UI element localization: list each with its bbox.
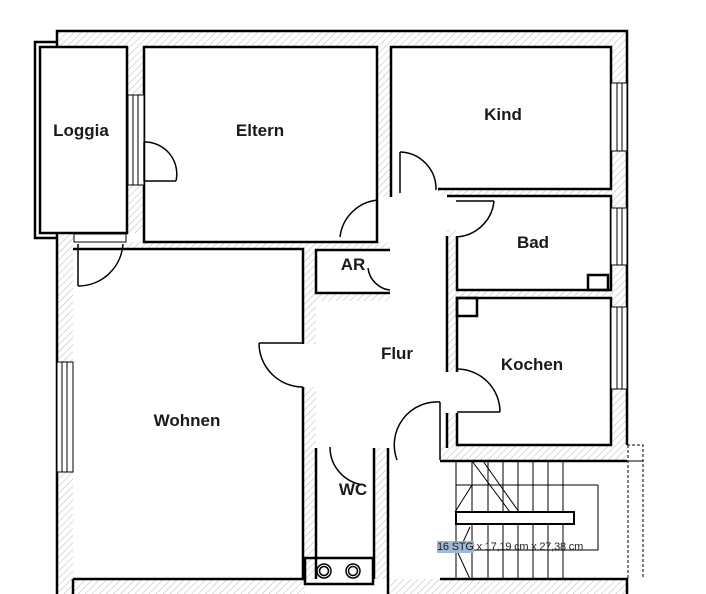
stair-step-count-selected[interactable]: 16 STG bbox=[437, 541, 474, 553]
stair-dimensions: x 17,19 cm x 27,38 cm bbox=[473, 541, 584, 553]
room-label-wc: WC bbox=[338, 480, 368, 499]
room-label-wohnen: Wohnen bbox=[153, 411, 221, 430]
windows bbox=[56, 82, 628, 473]
room-label-flur: Flur bbox=[380, 344, 414, 363]
room-label-loggia: Loggia bbox=[53, 121, 109, 140]
staircase bbox=[454, 444, 644, 580]
walls bbox=[57, 31, 627, 594]
room-label-kind: Kind bbox=[484, 105, 522, 124]
room-label-eltern: Eltern bbox=[235, 121, 285, 140]
room-label-kochen: Kochen bbox=[500, 355, 564, 374]
room-label-bad: Bad bbox=[516, 233, 550, 252]
stair-annotation[interactable]: 16 STG x 17,19 cm x 27,38 cm bbox=[437, 541, 583, 553]
doors bbox=[73, 141, 501, 486]
room-label-ar: AR bbox=[340, 255, 366, 274]
wall-outlines bbox=[33, 29, 629, 594]
wc-fixtures bbox=[316, 563, 361, 579]
